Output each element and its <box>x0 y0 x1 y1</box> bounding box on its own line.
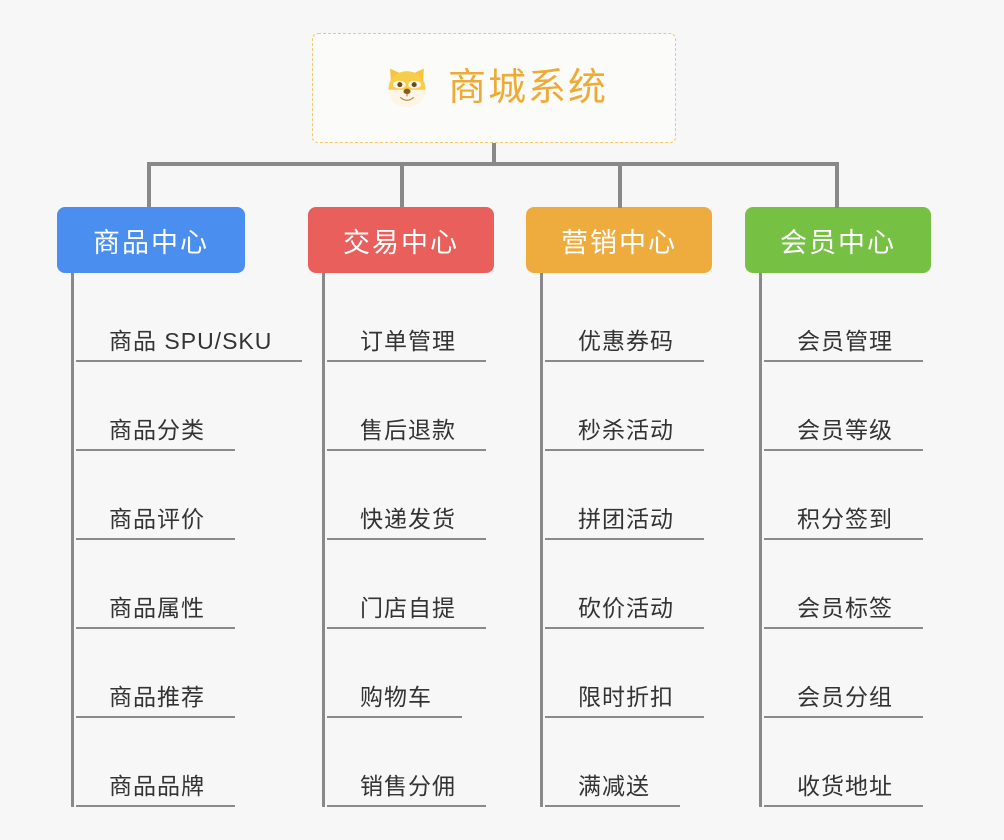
leaf-label: 优惠券码 <box>578 327 674 354</box>
leaf-label: 砍价活动 <box>578 594 674 621</box>
leaf-label: 门店自提 <box>360 594 456 621</box>
leaf-label: 限时折扣 <box>578 683 674 710</box>
leaf-label: 售后退款 <box>360 416 456 443</box>
leaf-node[interactable]: 秒杀活动 <box>545 362 712 451</box>
leaf-underline: 商品 SPU/SKU <box>76 327 303 362</box>
leaf-underline: 会员管理 <box>764 327 923 362</box>
leaf-node[interactable]: 会员管理 <box>764 273 931 362</box>
leaf-list-1: 商品 SPU/SKU 商品分类商品评价商品属性商品推荐商品品牌 <box>71 273 303 807</box>
leaf-underline: 销售分佣 <box>327 772 486 807</box>
leaf-underline: 会员等级 <box>764 416 923 451</box>
branch-column-4: 会员中心会员管理会员等级积分签到会员标签会员分组收货地址 <box>745 207 931 807</box>
leaf-underline: 商品品牌 <box>76 772 235 807</box>
leaf-label: 会员分组 <box>797 683 893 710</box>
leaf-label: 会员等级 <box>797 416 893 443</box>
leaf-underline: 会员分组 <box>764 683 923 718</box>
connector-drop-3 <box>618 162 622 208</box>
leaf-label: 订单管理 <box>360 327 456 354</box>
leaf-list-3: 优惠券码秒杀活动拼团活动砍价活动限时折扣满减送 <box>540 273 712 807</box>
leaf-node[interactable]: 会员等级 <box>764 362 931 451</box>
leaf-node[interactable]: 门店自提 <box>327 540 494 629</box>
leaf-node[interactable]: 优惠券码 <box>545 273 712 362</box>
leaf-node[interactable]: 商品品牌 <box>76 718 245 807</box>
leaf-label: 商品推荐 <box>109 683 205 710</box>
leaf-label: 积分签到 <box>797 505 893 532</box>
leaf-label: 商品属性 <box>109 594 205 621</box>
leaf-label: 商品 SPU/SKU <box>109 327 273 354</box>
leaf-list-2: 订单管理售后退款快递发货门店自提购物车销售分佣 <box>322 273 494 807</box>
root-title: 商城系统 <box>447 67 608 109</box>
leaf-label: 会员管理 <box>797 327 893 354</box>
connector-trunk-stub <box>492 143 496 164</box>
connector-trunk-bar <box>149 162 837 166</box>
leaf-underline: 满减送 <box>545 772 680 807</box>
leaf-label: 秒杀活动 <box>578 416 674 443</box>
leaf-node[interactable]: 销售分佣 <box>327 718 494 807</box>
leaf-node[interactable]: 满减送 <box>545 718 712 807</box>
leaf-underline: 积分签到 <box>764 505 923 540</box>
leaf-label: 拼团活动 <box>578 505 674 532</box>
leaf-label: 快递发货 <box>360 505 456 532</box>
leaf-underline: 售后退款 <box>327 416 486 451</box>
leaf-underline: 限时折扣 <box>545 683 704 718</box>
leaf-label: 收货地址 <box>797 772 893 799</box>
leaf-node[interactable]: 商品 SPU/SKU <box>76 273 303 362</box>
connector-drop-2 <box>400 162 404 208</box>
leaf-list-4: 会员管理会员等级积分签到会员标签会员分组收货地址 <box>759 273 931 807</box>
category-box-1[interactable]: 商品中心 <box>57 207 245 273</box>
leaf-node[interactable]: 商品属性 <box>76 540 245 629</box>
leaf-node[interactable]: 会员分组 <box>764 629 931 718</box>
root-node[interactable]: 商城系统 <box>312 33 676 143</box>
leaf-label: 会员标签 <box>797 594 893 621</box>
leaf-label: 商品评价 <box>109 505 205 532</box>
leaf-underline: 砍价活动 <box>545 594 704 629</box>
connector-drop-1 <box>147 162 151 208</box>
leaf-label: 商品分类 <box>109 416 205 443</box>
leaf-node[interactable]: 会员标签 <box>764 540 931 629</box>
leaf-node[interactable]: 商品评价 <box>76 451 245 540</box>
branch-column-3: 营销中心优惠券码秒杀活动拼团活动砍价活动限时折扣满减送 <box>526 207 712 807</box>
leaf-label: 购物车 <box>360 683 432 710</box>
leaf-underline: 快递发货 <box>327 505 486 540</box>
leaf-underline: 拼团活动 <box>545 505 704 540</box>
category-label: 会员中心 <box>780 227 896 258</box>
branch-column-2: 交易中心订单管理售后退款快递发货门店自提购物车销售分佣 <box>308 207 494 807</box>
category-label: 营销中心 <box>561 227 677 258</box>
leaf-node[interactable]: 限时折扣 <box>545 629 712 718</box>
category-box-3[interactable]: 营销中心 <box>526 207 712 273</box>
leaf-underline: 商品评价 <box>76 505 235 540</box>
leaf-underline: 商品分类 <box>76 416 235 451</box>
leaf-node[interactable]: 购物车 <box>327 629 494 718</box>
category-label: 商品中心 <box>93 227 209 258</box>
leaf-node[interactable]: 砍价活动 <box>545 540 712 629</box>
leaf-node[interactable]: 商品分类 <box>76 362 245 451</box>
category-box-4[interactable]: 会员中心 <box>745 207 931 273</box>
leaf-underline: 购物车 <box>327 683 462 718</box>
leaf-underline: 优惠券码 <box>545 327 704 362</box>
leaf-label: 销售分佣 <box>360 772 456 799</box>
leaf-node[interactable]: 快递发货 <box>327 451 494 540</box>
leaf-underline: 订单管理 <box>327 327 486 362</box>
category-box-2[interactable]: 交易中心 <box>308 207 494 273</box>
leaf-underline: 会员标签 <box>764 594 923 629</box>
leaf-label: 满减送 <box>578 772 650 799</box>
leaf-node[interactable]: 订单管理 <box>327 273 494 362</box>
leaf-underline: 收货地址 <box>764 772 923 807</box>
leaf-underline: 门店自提 <box>327 594 486 629</box>
leaf-underline: 商品属性 <box>76 594 235 629</box>
category-label: 交易中心 <box>343 227 459 258</box>
shiba-dog-icon <box>380 61 434 115</box>
connector-drop-4 <box>835 162 839 208</box>
leaf-node[interactable]: 商品推荐 <box>76 629 245 718</box>
leaf-underline: 商品推荐 <box>76 683 235 718</box>
branch-column-1: 商品中心商品 SPU/SKU 商品分类商品评价商品属性商品推荐商品品牌 <box>57 207 303 807</box>
leaf-label: 商品品牌 <box>109 772 205 799</box>
leaf-node[interactable]: 拼团活动 <box>545 451 712 540</box>
leaf-node[interactable]: 售后退款 <box>327 362 494 451</box>
leaf-node[interactable]: 收货地址 <box>764 718 931 807</box>
leaf-node[interactable]: 积分签到 <box>764 451 931 540</box>
leaf-underline: 秒杀活动 <box>545 416 704 451</box>
